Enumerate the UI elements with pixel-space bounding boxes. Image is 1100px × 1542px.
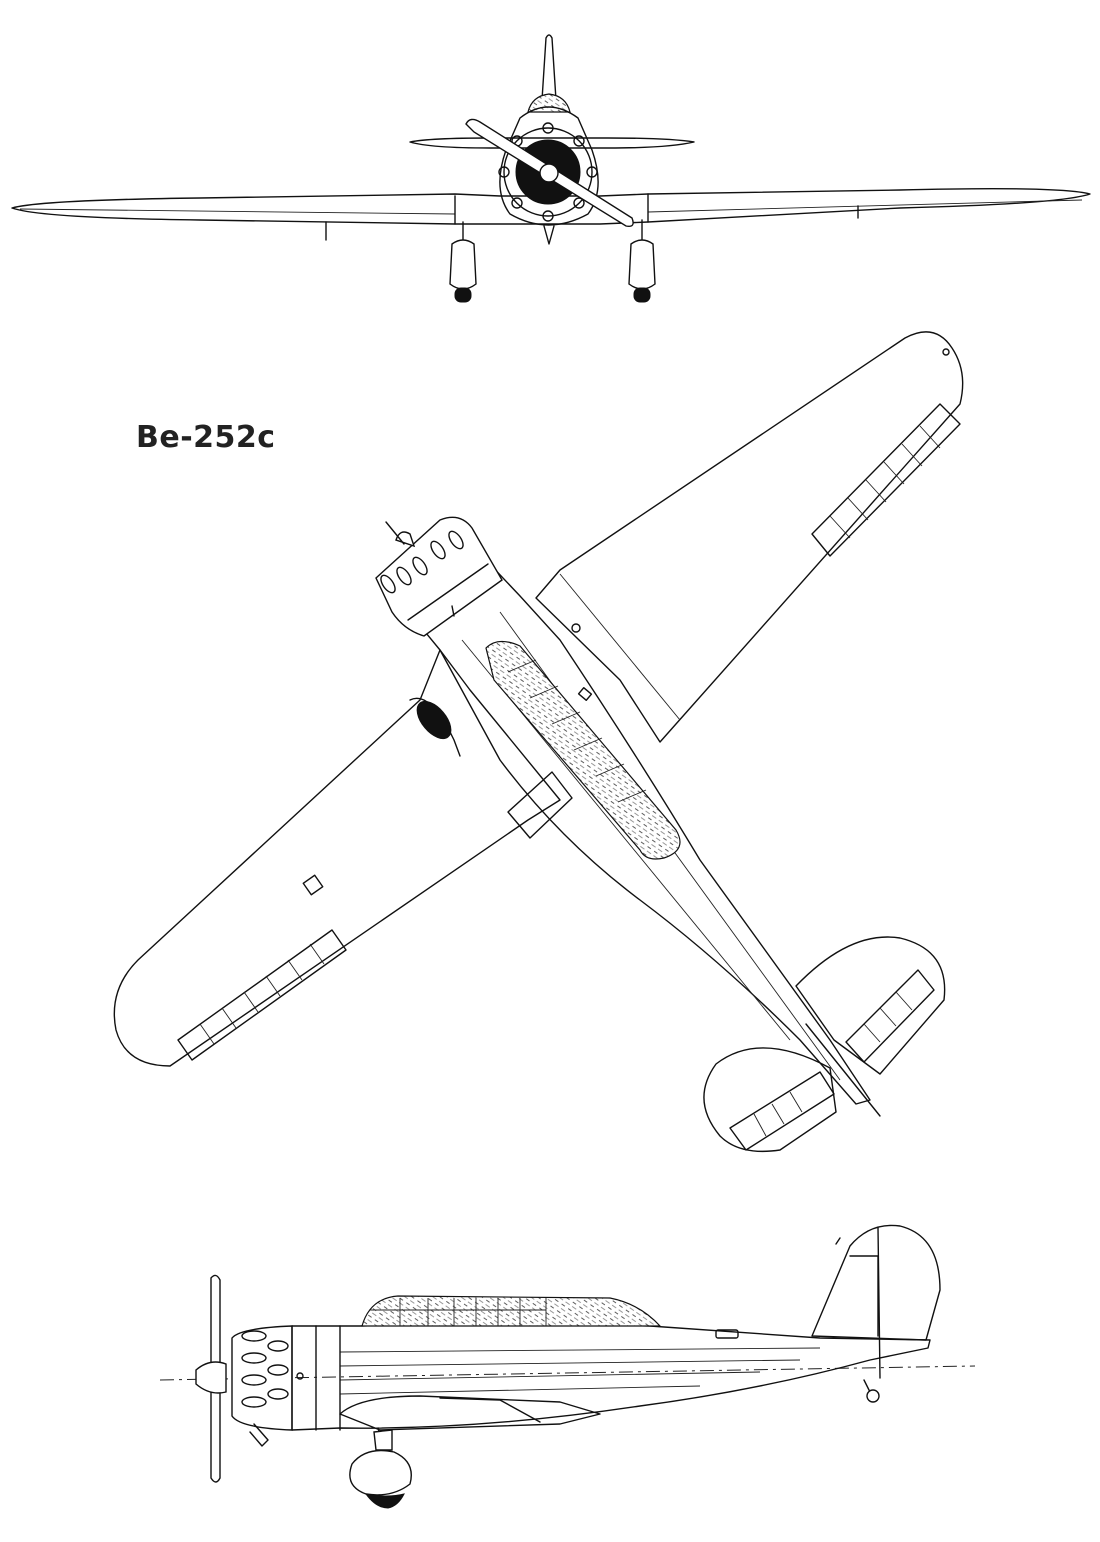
top-right-stabilizer [795,936,946,1075]
top-view [113,331,964,1153]
top-left-wing [113,649,561,1067]
top-left-stabilizer [703,1047,837,1153]
side-tail-wheel [866,1389,880,1403]
top-right-wing [535,331,964,743]
side-view [159,1224,976,1509]
side-main-gear [349,1427,412,1509]
top-left-aileron [177,929,347,1061]
side-fuselage [291,1323,931,1431]
front-canopy [527,93,571,113]
front-cowling [503,127,593,217]
side-spinner [195,1361,227,1394]
front-fin [541,34,557,101]
front-right-gear [628,219,656,303]
front-fuselage [499,106,599,226]
top-cowling [375,516,503,637]
top-fin-line [805,1023,881,1117]
top-wheel-well [416,700,452,740]
side-canopy [361,1295,662,1327]
front-tailplane [409,137,695,149]
aircraft-designation-title: Be-252c [136,420,276,455]
front-left-gear [449,221,477,303]
top-spinner [395,531,416,548]
front-spinner [539,163,559,183]
side-fin [811,1224,941,1341]
side-wing-fairing [339,1395,601,1431]
top-fuselage [411,559,871,1105]
front-wing [11,187,1091,225]
front-view [11,34,1091,303]
top-right-aileron [811,403,961,557]
